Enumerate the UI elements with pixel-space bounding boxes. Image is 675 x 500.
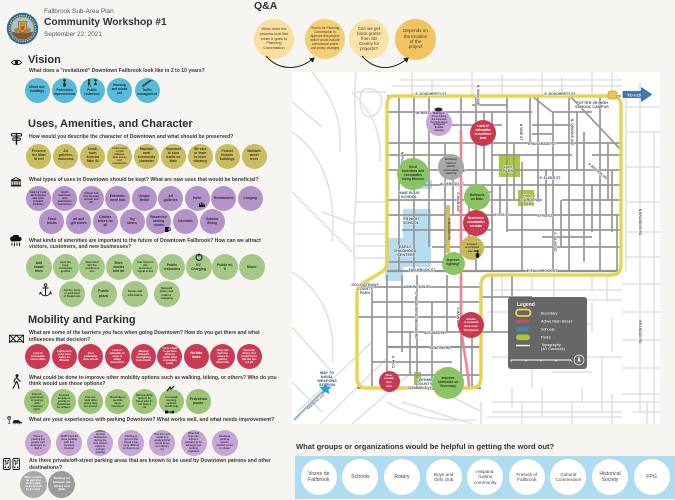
svg-text:E MISSION RD: E MISSION RD bbox=[587, 162, 608, 180]
svg-text:AVIATION RD: AVIATION RD bbox=[429, 346, 451, 350]
svg-text:COUNTY PARK: COUNTY PARK bbox=[416, 382, 444, 386]
svg-text:S. MISSION RD: S. MISSION RD bbox=[414, 292, 418, 317]
svg-text:ALVARADO ST: ALVARADO ST bbox=[440, 182, 465, 186]
svg-text:E. DOUGHERTY ST: E. DOUGHERTY ST bbox=[544, 92, 576, 96]
svg-text:COUNTY: COUNTY bbox=[357, 287, 373, 291]
svg-text:Parks: Parks bbox=[541, 336, 551, 340]
svg-text:BRANDON RD: BRANDON RD bbox=[638, 320, 642, 344]
svg-text:S MISSION RD: S MISSION RD bbox=[447, 218, 451, 241]
svg-text:CLEMMENS LN: CLEMMENS LN bbox=[416, 378, 444, 382]
svg-text:Boundary: Boundary bbox=[541, 312, 557, 316]
svg-text:S. OLIVE ST: S. OLIVE ST bbox=[553, 232, 557, 253]
svg-text:Topography: Topography bbox=[541, 343, 561, 347]
svg-text:S MAIN AVE: S MAIN AVE bbox=[456, 192, 460, 212]
svg-text:ALTURAS RD: ALTURAS RD bbox=[424, 331, 446, 335]
svg-text:Legend: Legend bbox=[517, 302, 535, 308]
svg-text:W. BEECH ST: W. BEECH ST bbox=[416, 111, 439, 115]
svg-text:EARLY: EARLY bbox=[399, 245, 412, 249]
svg-text:PARK: PARK bbox=[360, 291, 371, 295]
svg-text:E. FIG ST: E. FIG ST bbox=[537, 214, 553, 218]
svg-text:S MAIN AVE: S MAIN AVE bbox=[456, 307, 460, 327]
svg-text:CHILDHOOD: CHILDHOOD bbox=[394, 249, 417, 253]
svg-text:S MISSION RD: S MISSION RD bbox=[414, 315, 418, 339]
svg-text:FALLBROOK ST: FALLBROOK ST bbox=[409, 268, 436, 272]
svg-text:P: P bbox=[5, 462, 9, 468]
svg-text:MAIE ELLIS: MAIE ELLIS bbox=[398, 191, 420, 195]
svg-text:SCHOOL: SCHOOL bbox=[403, 221, 420, 225]
svg-text:PARK: PARK bbox=[524, 202, 535, 206]
svg-text:E. FALLBROOK ST: E. FALLBROOK ST bbox=[527, 269, 558, 273]
svg-text:E. ALVARADO ST: E. ALVARADO ST bbox=[528, 142, 557, 146]
svg-text:NAVAL: NAVAL bbox=[321, 375, 334, 379]
svg-text:WAY TO: WAY TO bbox=[320, 371, 335, 375]
svg-text:GARDEN: GARDEN bbox=[521, 198, 538, 202]
svg-text:E. FIG ST: E. FIG ST bbox=[494, 213, 510, 217]
svg-text:N. ORANGE AVE: N. ORANGE AVE bbox=[570, 119, 574, 146]
svg-text:SO1 GATEWAY: SO1 GATEWAY bbox=[351, 283, 379, 287]
svg-text:N VINE ST: N VINE ST bbox=[519, 124, 523, 142]
svg-text:TO I-15: TO I-15 bbox=[627, 92, 641, 97]
svg-text:(40' Contours): (40' Contours) bbox=[541, 347, 566, 351]
svg-text:AMMUNITION RD: AMMUNITION RD bbox=[403, 285, 431, 289]
svg-text:HILL S: HILL S bbox=[523, 194, 535, 198]
svg-text:CLEMMENS LN: CLEMMENS LN bbox=[408, 386, 433, 390]
svg-text:E. DOUGHERTY ST: E. DOUGHERTY ST bbox=[415, 92, 447, 96]
svg-text:Active Main Street: Active Main Street bbox=[541, 320, 573, 324]
svg-text:P: P bbox=[15, 462, 19, 468]
svg-text:SCHOOL CAMPUS: SCHOOL CAMPUS bbox=[575, 105, 609, 109]
svg-text:PARK: PARK bbox=[503, 169, 514, 173]
svg-text:STATION: STATION bbox=[319, 383, 335, 387]
svg-text:POTTER JR HIGH: POTTER JR HIGH bbox=[576, 101, 608, 105]
svg-text:S. PICO: S. PICO bbox=[391, 356, 395, 369]
svg-text:Schools: Schools bbox=[541, 328, 555, 332]
svg-text:P: P bbox=[8, 415, 10, 419]
svg-text:N. MAIN AVE: N. MAIN AVE bbox=[476, 85, 480, 106]
svg-text:SCHOOL: SCHOOL bbox=[401, 195, 418, 199]
svg-text:VALE: VALE bbox=[503, 165, 513, 169]
svg-text:FB HIGH: FB HIGH bbox=[403, 217, 419, 221]
svg-text:CENTER: CENTER bbox=[397, 253, 413, 257]
svg-text:E. ELDER ST: E. ELDER ST bbox=[540, 176, 562, 180]
svg-text:N BRANDON RD: N BRANDON RD bbox=[638, 209, 642, 236]
svg-text:WEAPONS: WEAPONS bbox=[317, 379, 337, 383]
